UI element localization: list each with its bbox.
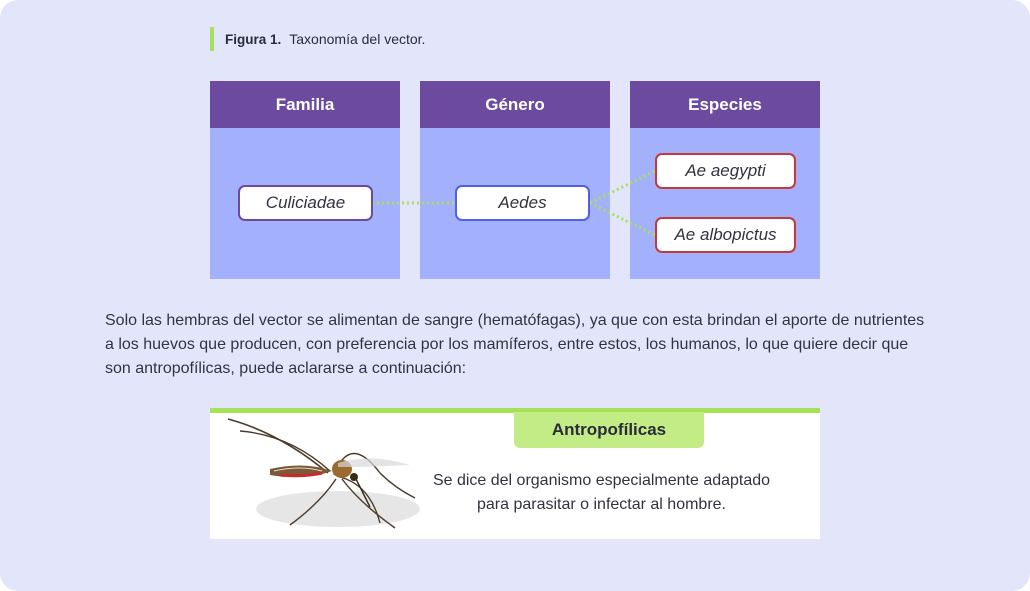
column-familia: Familia: [210, 81, 400, 279]
figure-caption: Figura 1. Taxonomía del vector.: [210, 27, 425, 51]
definition-box: Antropofílicas Se dice del organismo esp…: [210, 408, 820, 539]
figure-label: Figura 1.: [225, 31, 282, 47]
node-especie-albopictus: Ae albopictus: [655, 217, 796, 253]
connector-genero-aegypti: [589, 169, 656, 205]
figure-title: Taxonomía del vector.: [289, 31, 426, 47]
body-paragraph: Solo las hembras del vector se alimentan…: [105, 312, 925, 377]
connector-genero-albopictus: [589, 201, 656, 237]
definition-title: Antropofílicas: [514, 412, 704, 448]
column-header-especies: Especies: [630, 81, 820, 128]
definition-text: Se dice del organismo especialmente adap…: [432, 472, 771, 513]
node-especie-aegypti: Ae aegypti: [655, 153, 796, 189]
column-header-familia: Familia: [210, 81, 400, 128]
column-header-genero: Género: [420, 81, 610, 128]
node-genero: Aedes: [455, 185, 590, 221]
mosquito-illustration: [227, 418, 420, 529]
column-genero: Género: [420, 81, 610, 279]
node-familia: Culiciadae: [238, 185, 373, 221]
